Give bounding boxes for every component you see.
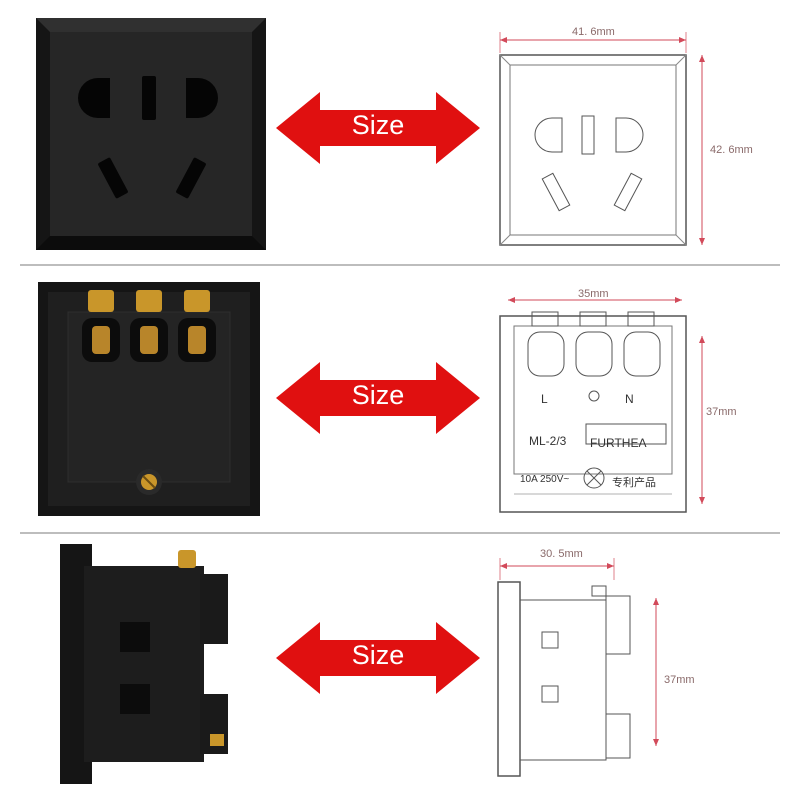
side-dimension-drawing [497,558,659,777]
socket-front-photo [36,18,266,250]
front-width-label: 41. 6mm [572,26,615,38]
size-arrow-1: Size [276,92,480,169]
divider-2 [20,532,780,534]
socket-back-photo [38,282,260,516]
size-label: Size [351,380,405,410]
divider-1 [20,264,780,266]
front-height-label: 42. 6mm [710,144,753,156]
row-front-view: Size 41. 6mm 42. 6mm [0,0,800,260]
front-dimension-drawing [499,32,705,246]
rating-label: 10A 250V~ [520,474,570,485]
brand-label: FURTHEA [590,436,647,450]
back-width-label: 35mm [578,288,609,300]
side-height-label: 37mm [664,674,695,686]
size-arrow-2: Size [276,362,480,439]
terminal-label-l: L [541,392,548,406]
size-label: Size [351,640,405,670]
side-width-label: 30. 5mm [540,548,583,560]
back-height-label: 37mm [706,406,737,418]
socket-side-photo [60,544,228,784]
size-arrow-3: Size [276,622,480,699]
back-dimension-drawing [499,297,705,513]
row-back-view: Size 35mm 37mm L N ML-2/3 FURTHEA 10A 25… [0,268,800,530]
size-label: Size [351,110,405,140]
row-side-view: Size 30. 5mm 37mm [0,536,800,800]
model-label: ML-2/3 [529,434,567,448]
terminal-label-n: N [625,392,634,406]
patent-label: 专利产品 [612,477,656,489]
